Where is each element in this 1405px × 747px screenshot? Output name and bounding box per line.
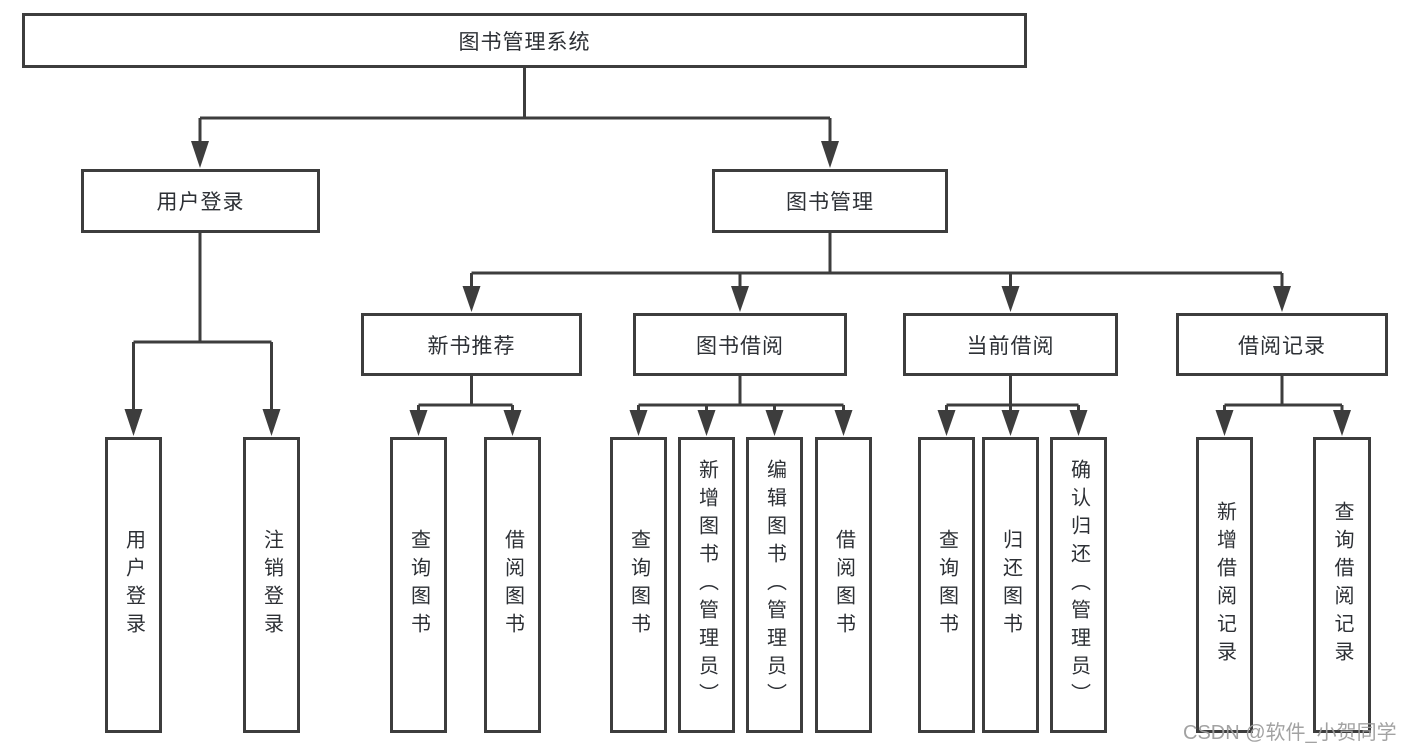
connector-bookmgmt-to-level3 bbox=[462, 233, 1291, 312]
arrowhead-icon bbox=[937, 410, 956, 436]
level3-label: 新书推荐 bbox=[427, 334, 516, 358]
arrowhead-icon bbox=[1069, 410, 1088, 436]
leaf-label: 借阅图书 bbox=[832, 529, 855, 641]
level3-box-book-borrow: 图书借阅 bbox=[633, 313, 847, 376]
connector-borrowrecords-to-leaves bbox=[1215, 376, 1351, 436]
leaf-label: 归还图书 bbox=[999, 529, 1022, 641]
arrowhead-icon bbox=[834, 410, 853, 436]
arrowhead-icon bbox=[1001, 410, 1020, 436]
leaf-box-query-books-borrow: 查询图书 bbox=[610, 437, 667, 733]
leaf-box-logout: 注销登录 bbox=[243, 437, 300, 733]
arrowhead-icon bbox=[1215, 410, 1234, 436]
leaf-box-query-books-current: 查询图书 bbox=[918, 437, 975, 733]
leaf-label: 编辑图书（管理员） bbox=[763, 459, 786, 711]
leaf-box-user-login: 用户登录 bbox=[105, 437, 162, 733]
leaf-label: 查询借阅记录 bbox=[1331, 501, 1353, 669]
leaf-label: 注销登录 bbox=[260, 529, 283, 641]
connector-currentborrow-to-leaves bbox=[937, 376, 1088, 436]
level2-box-user-login: 用户登录 bbox=[81, 169, 320, 233]
leaf-box-edit-books-admin: 编辑图书（管理员） bbox=[746, 437, 803, 733]
arrowhead-icon bbox=[1273, 286, 1291, 312]
arrowhead-icon bbox=[697, 410, 716, 436]
leaf-box-add-borrow-record: 新增借阅记录 bbox=[1196, 437, 1253, 733]
connector-newbookrec-to-leaves bbox=[409, 376, 522, 436]
level3-box-current-borrow: 当前借阅 bbox=[903, 313, 1118, 376]
leaf-label: 借阅图书 bbox=[501, 529, 524, 641]
arrowhead-icon bbox=[629, 410, 648, 436]
leaf-box-borrow-books-recommend: 借阅图书 bbox=[484, 437, 541, 733]
leaf-label: 新增图书（管理员） bbox=[695, 459, 718, 711]
level2-box-book-management: 图书管理 bbox=[712, 169, 948, 233]
level3-box-borrow-records: 借阅记录 bbox=[1176, 313, 1388, 376]
arrowhead-icon bbox=[409, 410, 428, 436]
arrowhead-icon bbox=[731, 286, 749, 312]
connector-userlogin-to-leaves bbox=[124, 233, 281, 436]
level2-label: 用户登录 bbox=[156, 191, 245, 214]
leaf-box-confirm-return-admin: 确认归还（管理员） bbox=[1050, 437, 1107, 733]
level2-label: 图书管理 bbox=[786, 191, 874, 214]
arrowhead-icon bbox=[1333, 410, 1351, 436]
arrowhead-icon bbox=[503, 410, 522, 436]
leaf-box-query-borrow-record: 查询借阅记录 bbox=[1313, 437, 1371, 733]
leaf-label: 用户登录 bbox=[122, 529, 145, 641]
csdn-watermark: CSDN @软件_小贺同学 bbox=[1183, 722, 1397, 744]
level3-label: 借阅记录 bbox=[1238, 334, 1326, 358]
leaf-label: 查询图书 bbox=[935, 529, 958, 641]
connector-bookborrow-to-leaves bbox=[629, 376, 853, 436]
leaf-label: 查询图书 bbox=[627, 529, 650, 641]
level3-label: 图书借阅 bbox=[696, 334, 784, 358]
arrowhead-icon bbox=[262, 409, 281, 436]
arrowhead-icon bbox=[191, 141, 209, 168]
leaf-label: 查询图书 bbox=[407, 529, 430, 641]
leaf-label: 确认归还（管理员） bbox=[1067, 459, 1090, 711]
leaf-label: 新增借阅记录 bbox=[1213, 501, 1236, 669]
arrowhead-icon bbox=[765, 410, 784, 436]
root-box-library-system: 图书管理系统 bbox=[22, 13, 1027, 68]
leaf-box-query-books-recommend: 查询图书 bbox=[390, 437, 447, 733]
arrowhead-icon bbox=[821, 141, 839, 168]
leaf-box-add-books-admin: 新增图书（管理员） bbox=[678, 437, 735, 733]
connector-root-to-level2 bbox=[191, 68, 839, 168]
arrowhead-icon bbox=[1001, 286, 1020, 312]
arrowhead-icon bbox=[462, 286, 481, 312]
leaf-box-borrow-books: 借阅图书 bbox=[815, 437, 872, 733]
level3-label: 当前借阅 bbox=[966, 334, 1055, 358]
leaf-box-return-books: 归还图书 bbox=[982, 437, 1039, 733]
arrowhead-icon bbox=[124, 409, 143, 436]
level3-box-new-book-recommend: 新书推荐 bbox=[361, 313, 582, 376]
root-label: 图书管理系统 bbox=[458, 30, 591, 54]
